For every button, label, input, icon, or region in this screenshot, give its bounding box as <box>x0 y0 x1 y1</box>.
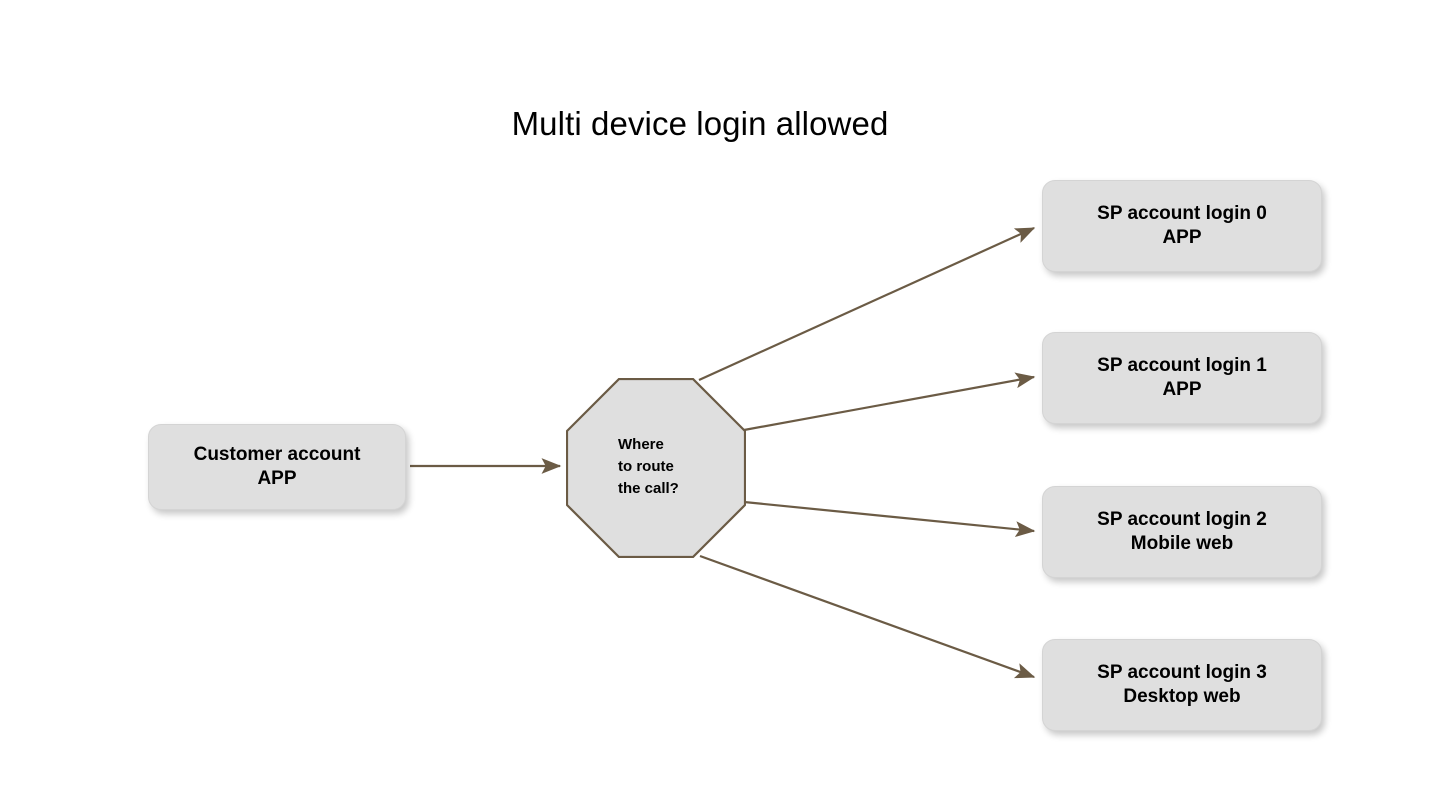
diagram-title: Multi device login allowed <box>511 105 889 142</box>
node-customer-account-line-1: Customer account <box>193 443 361 465</box>
node-sp-account-login-3[interactable]: SP account login 3 Desktop web <box>1042 639 1322 731</box>
octagon-shape <box>566 378 746 558</box>
node-sp-account-login-0[interactable]: SP account login 0 APP <box>1042 180 1322 272</box>
node-decision-line-2: to route <box>618 458 674 476</box>
node-sp-account-login-3-line-1: SP account login 3 <box>1097 661 1267 683</box>
node-decision-line-1: Where <box>618 436 664 453</box>
edge-decision-to-sp-login-1 <box>743 372 1036 432</box>
node-sp-account-login-0-line-2: APP <box>1162 227 1202 248</box>
node-sp-account-login-1[interactable]: SP account login 1 APP <box>1042 332 1322 424</box>
node-sp-account-login-1-line-2: APP <box>1162 379 1202 400</box>
node-customer-account[interactable]: Customer account APP <box>148 424 406 510</box>
node-decision-line-3: the call? <box>618 480 679 498</box>
node-sp-account-login-0-line-1: SP account login 0 <box>1097 202 1267 224</box>
node-sp-account-login-1-line-1: SP account login 1 <box>1097 354 1267 376</box>
node-decision-label: Where to route the call? <box>618 434 738 501</box>
node-sp-account-login-3-line-2: Desktop web <box>1123 686 1241 707</box>
node-sp-account-login-2-line-1: SP account login 2 <box>1097 508 1267 530</box>
edge-decision-to-sp-login-0 <box>698 226 1036 382</box>
node-customer-account-line-2: APP <box>257 468 297 489</box>
node-sp-account-login-2-line-2: Mobile web <box>1130 533 1234 554</box>
edge-decision-to-sp-login-3 <box>699 554 1036 679</box>
edge-decision-to-sp-login-2 <box>743 500 1036 538</box>
node-decision-where-to-route[interactable]: Where to route the call? <box>566 378 746 558</box>
node-sp-account-login-2[interactable]: SP account login 2 Mobile web <box>1042 486 1322 578</box>
